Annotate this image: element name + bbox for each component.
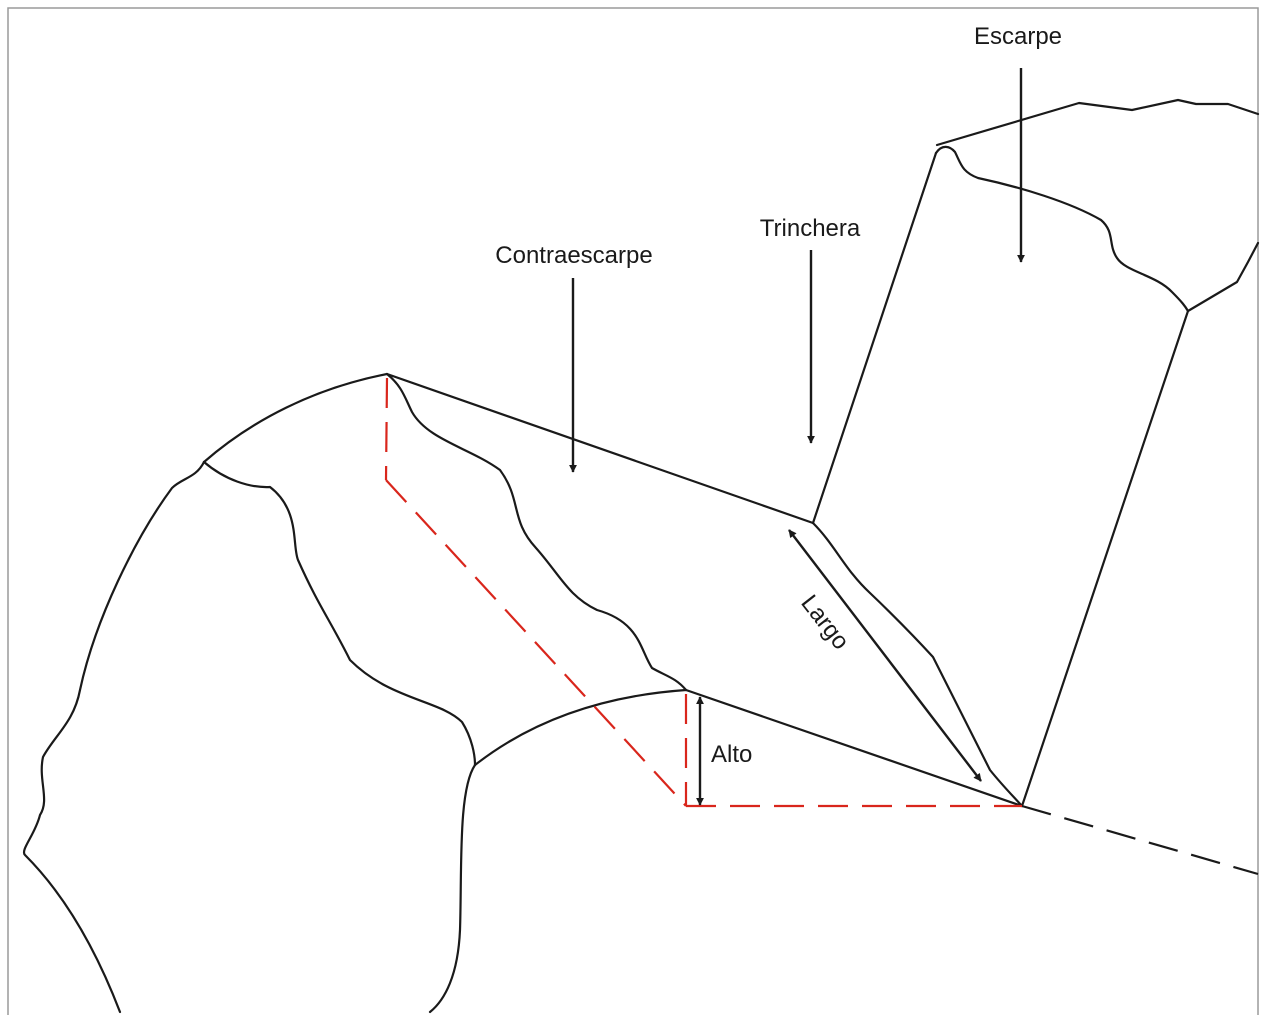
- construction-vertical-back: [384, 377, 389, 481]
- escarpe-back-edge: [1020, 309, 1190, 808]
- trench-top-edge: [385, 372, 815, 525]
- contraescarpe-left-outline: [22, 460, 206, 1014]
- largo-label: Largo: [795, 590, 854, 655]
- alto-label: Alto: [711, 741, 752, 768]
- escarpe-block: [811, 98, 1260, 808]
- contraescarpe-block: [22, 372, 1024, 1014]
- construction-diagonal: [385, 479, 687, 807]
- contraescarpe-inner-contour-a: [202, 460, 477, 767]
- contraescarpe-inner-contour-b: [385, 372, 688, 692]
- diagram-frame: [7, 7, 1259, 1015]
- escarpe-right-edge: [1186, 241, 1260, 313]
- contraescarpe-label: Contraescarpe: [495, 242, 652, 269]
- contraescarpe-dome-top: [202, 372, 389, 464]
- ground-extension-line: [1021, 804, 1259, 876]
- escarpe-label: Escarpe: [974, 23, 1062, 50]
- largo-arrow: [788, 529, 982, 782]
- construction-lines: [384, 377, 1022, 808]
- escarpe-top-contour: [934, 145, 1190, 313]
- contraescarpe-front-face: [428, 763, 477, 1014]
- escarpe-top-edge: [935, 98, 1260, 147]
- trench-floor-contour: [811, 521, 1024, 808]
- escarpe-front-edge: [811, 151, 938, 525]
- contraescarpe-dome-lower: [473, 688, 688, 767]
- trinchera-label: Trinchera: [760, 215, 861, 242]
